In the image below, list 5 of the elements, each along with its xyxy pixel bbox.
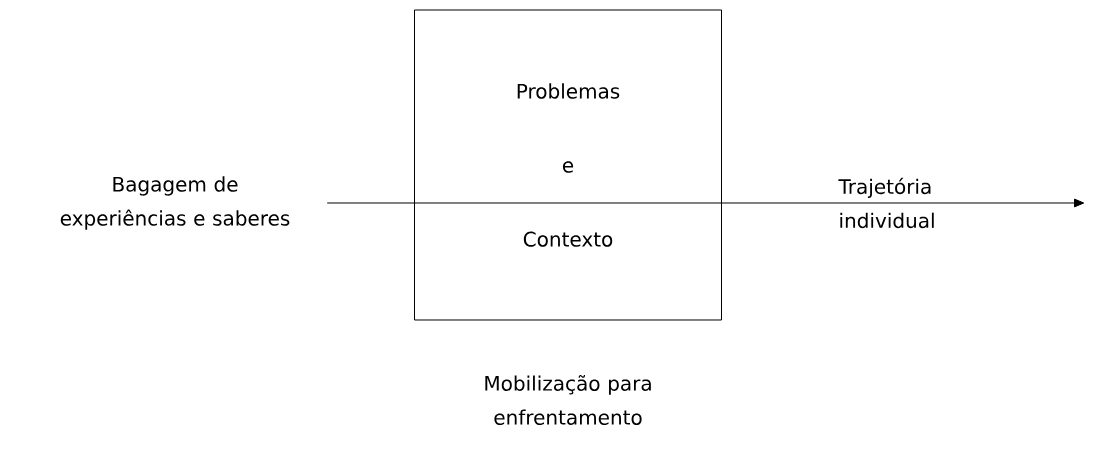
caption-text: Mobilização para enfrentamento [485,375,651,425]
edge-label: Trajetória individual [838,177,934,229]
arrow [721,198,1085,208]
process-box: Problemas e Contexto [414,9,722,321]
text-label: Bagagem de experiências e saberes [60,176,290,230]
